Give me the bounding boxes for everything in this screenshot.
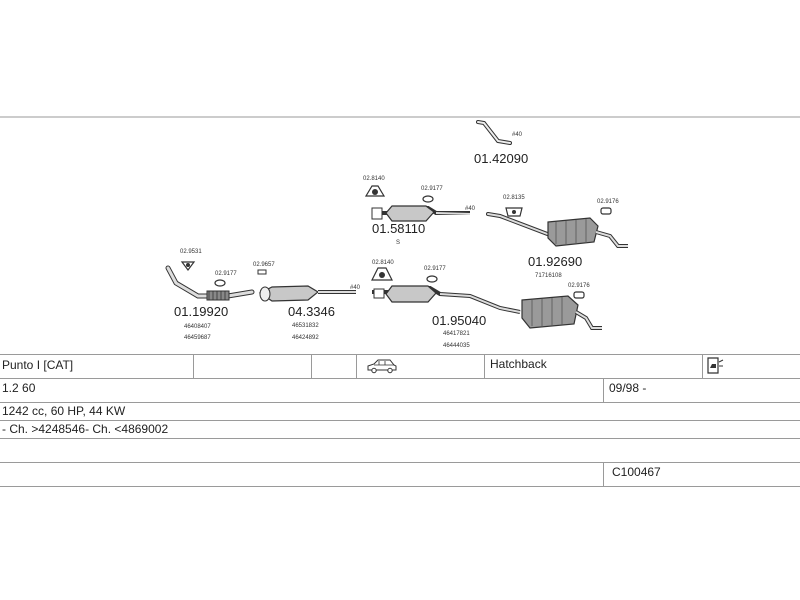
converter-note: #40 <box>350 285 361 291</box>
table-vsep-4 <box>484 354 485 378</box>
sp-9176-b-label: 02.9176 <box>568 283 590 289</box>
front-pipe-ref-2: 46459687 <box>184 335 211 341</box>
middle-alt-ref: S <box>396 240 400 246</box>
middle-section-alt[interactable] <box>371 205 471 222</box>
table-vsep-3 <box>356 354 357 378</box>
middle-alt-number: 01.58110 <box>372 221 425 236</box>
table-vsep-6 <box>603 378 604 402</box>
table-rule-6 <box>0 462 800 463</box>
sp-9531-label: 02.9531 <box>180 249 202 255</box>
sp-9657-label: 02.9657 <box>253 262 275 268</box>
engine-cell: 1.2 60 <box>2 381 36 395</box>
middle-alt-note: #40 <box>465 206 476 212</box>
rear-upper-number: 01.92690 <box>528 254 582 269</box>
middle-ref-1: 46417821 <box>443 331 470 337</box>
hanger-9176-a-icon[interactable] <box>600 207 612 215</box>
gasket-8140-b-icon[interactable] <box>371 267 393 281</box>
sp-9177-c-label: 02.9177 <box>424 266 446 272</box>
date-cell: 09/98 - <box>609 381 647 395</box>
sp-9177-a-label: 02.9177 <box>215 271 237 277</box>
hanger-8135-icon[interactable] <box>505 207 523 217</box>
spec-cell: 1242 cc, 60 HP, 44 KW <box>2 404 126 418</box>
bolt-9657-icon[interactable] <box>257 269 267 275</box>
table-vsep-2 <box>311 354 312 378</box>
tail-pipe-note: #40 <box>512 132 523 138</box>
table-rule-2 <box>0 378 800 379</box>
hatchback-car-icon <box>367 359 397 374</box>
converter-ref-1: 46531832 <box>292 323 319 329</box>
sp-9176-a-label: 02.9176 <box>597 199 619 205</box>
table-vsep-7 <box>603 462 604 486</box>
clamp-9177-a-icon[interactable] <box>214 279 226 287</box>
code-cell: C100467 <box>612 465 661 479</box>
table-vsep-1 <box>193 354 194 378</box>
table-rule-4 <box>0 420 800 421</box>
table-rule-7 <box>0 486 800 487</box>
table-rule-5 <box>0 438 800 439</box>
middle-number: 01.95040 <box>432 313 486 328</box>
converter-number: 04.3346 <box>288 304 335 319</box>
converter-ref-2: 46424892 <box>292 335 319 341</box>
sp-9177-b-label: 02.9177 <box>421 186 443 192</box>
clamp-9177-b-icon[interactable] <box>422 195 434 203</box>
table-rule-3 <box>0 402 800 403</box>
rear-upper-ref: 71716108 <box>535 273 562 279</box>
front-pipe-number: 01.19920 <box>174 304 228 319</box>
sp-8140-a-label: 02.8140 <box>363 176 385 182</box>
sp-8140-b-label: 02.8140 <box>372 260 394 266</box>
tail-pipe[interactable] <box>476 120 512 145</box>
hanger-9176-b-icon[interactable] <box>573 291 585 299</box>
model-cell: Punto I [CAT] <box>2 358 74 372</box>
front-pipe[interactable] <box>165 265 255 301</box>
door-icon <box>707 357 724 374</box>
rear-silencer-upper[interactable] <box>486 212 628 248</box>
gasket-8140-a-icon[interactable] <box>364 185 386 197</box>
front-pipe-ref-1: 46408407 <box>184 324 211 330</box>
tail-pipe-number: 01.42090 <box>474 151 528 166</box>
middle-section[interactable] <box>372 285 521 314</box>
chassis-cell: - Ch. >4248546- Ch. <4869002 <box>2 422 169 436</box>
middle-ref-2: 46444035 <box>443 343 470 349</box>
table-vsep-5 <box>702 354 703 378</box>
sp-8135-label: 02.8135 <box>503 195 525 201</box>
table-rule-1 <box>0 354 800 355</box>
clamp-9177-c-icon[interactable] <box>426 275 438 283</box>
catalytic-converter[interactable] <box>258 285 356 302</box>
rear-silencer-lower[interactable] <box>521 295 602 330</box>
body-type-cell: Hatchback <box>490 357 547 371</box>
gasket-9531-icon[interactable] <box>180 261 196 271</box>
